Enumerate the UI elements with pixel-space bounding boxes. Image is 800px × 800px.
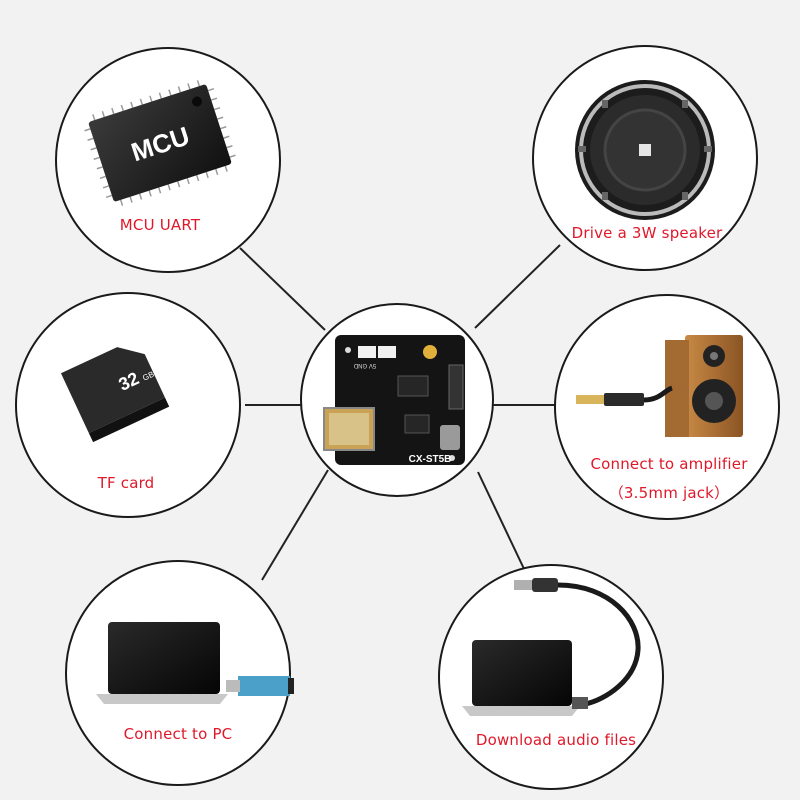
pc-node [65, 560, 294, 786]
tf-card-node: 32 GB [15, 292, 241, 518]
line-to-mcu [239, 247, 326, 331]
laptop-icon-download [462, 640, 580, 716]
board-icon: 5V GND CX-ST5B [323, 335, 465, 465]
line-to-pc [261, 469, 329, 581]
mcu-node: MCU [55, 47, 281, 273]
speaker-label: Drive a 3W speaker [571, 224, 723, 242]
speaker-icon [575, 80, 715, 220]
tf-card-label: TF card [97, 474, 155, 492]
laptop-icon [96, 622, 228, 704]
amplifier-label: Connect to amplifier [590, 455, 748, 473]
line-to-speaker [474, 244, 561, 329]
mcu-uart-label: MCU UART [119, 216, 201, 234]
pc-label: Connect to PC [123, 725, 233, 743]
board-pin-label: 5V GND [353, 362, 376, 368]
connector-lines [239, 244, 561, 593]
audio-jack-icon [576, 385, 673, 406]
download-label: Download audio files [475, 731, 637, 749]
board-node: 5V GND CX-ST5B [300, 303, 494, 497]
amplifier-jack-label: （3.5mm jack） [608, 484, 730, 502]
mcu-chip-icon: MCU [84, 80, 236, 206]
amplifier-node [554, 294, 780, 520]
speaker-node [532, 45, 758, 271]
board-model-label: CX-ST5B [409, 454, 452, 465]
download-node [438, 564, 664, 790]
bookshelf-speaker-icon [665, 335, 743, 437]
usb-c-cable-icon [514, 578, 641, 709]
tf-card-unit: GB [141, 370, 155, 383]
tf-card-icon: 32 GB [60, 347, 170, 443]
usb-serial-adapter-icon [226, 676, 294, 696]
